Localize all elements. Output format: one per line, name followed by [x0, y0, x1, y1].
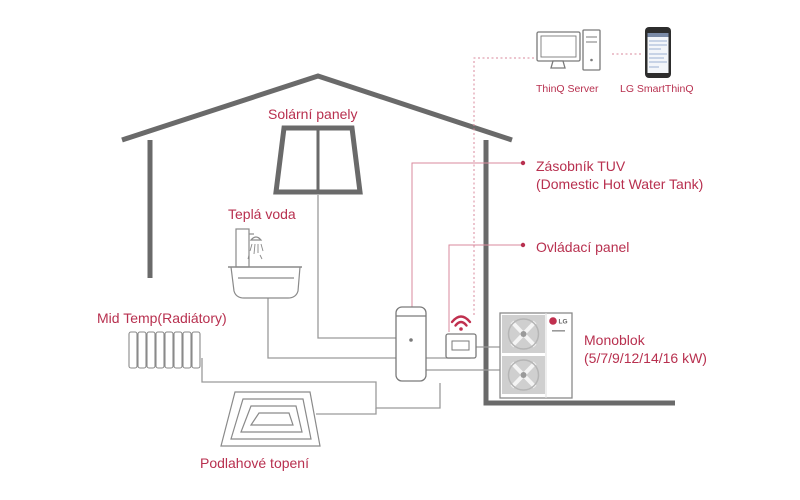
- tank-body: [395, 306, 427, 382]
- shower-head: [249, 236, 263, 241]
- house-outline: [121, 73, 675, 406]
- label-lg-smartthinq: LG SmartThinQ: [620, 83, 694, 95]
- phone-icon: [645, 27, 671, 78]
- floor-coil-inner: [249, 412, 294, 426]
- underfloor-heating: [220, 391, 321, 447]
- floor-coil-ring-3: [240, 405, 303, 433]
- label-monoblock-line1: Monoblok: [584, 332, 645, 348]
- unit-fan-top: [507, 318, 540, 350]
- brand-logo-text: LG: [559, 319, 568, 326]
- label-dhw-tank-line1: Zásobník TUV: [536, 158, 626, 174]
- radiator-fin: [173, 331, 183, 369]
- tower: [582, 29, 601, 71]
- label-control-panel: Ovládací panel: [536, 239, 630, 255]
- unit-badge: [552, 330, 565, 332]
- radiator-fin: [182, 331, 192, 369]
- dhw-tank: [395, 306, 427, 382]
- solar-panel: [273, 125, 363, 195]
- leader-control-panel: [448, 244, 523, 332]
- fan-hub-top: [520, 331, 527, 337]
- phone-app-content: [649, 40, 667, 68]
- monitor-screen: [540, 35, 577, 58]
- computer-icon: [536, 29, 601, 71]
- pipe-solar-to-tank: [317, 195, 396, 339]
- pipe-radiator-loop: [201, 358, 441, 409]
- radiator-fin: [137, 331, 147, 369]
- leader-wifi-to-server: [473, 57, 537, 315]
- label-hot-water: Teplá voda: [228, 206, 296, 222]
- wifi-icon: [450, 315, 472, 331]
- radiator-fin: [128, 331, 138, 369]
- tank-indicator: [409, 338, 413, 342]
- radiator: [128, 331, 201, 369]
- sink-shower: [228, 228, 302, 299]
- label-monoblock-line2: (5/7/9/12/14/16 kW): [584, 350, 707, 366]
- label-dhw-tank-line2: (Domestic Hot Water Tank): [536, 176, 704, 192]
- unit-fan-bottom: [507, 359, 540, 391]
- monitor-stand: [550, 60, 566, 69]
- callout-lines: [411, 53, 643, 332]
- label-radiators: Mid Temp(Radiátory): [97, 310, 227, 326]
- right-wall: [483, 140, 675, 406]
- label-thinq-server: ThinQ Server: [536, 83, 599, 95]
- floor-coil-outer: [220, 391, 321, 447]
- fan-hub-bottom: [520, 372, 527, 378]
- shower-pipe: [235, 228, 250, 268]
- control-panel-screen: [451, 340, 470, 351]
- sink-basin: [230, 266, 301, 299]
- pipe-floor-supply: [316, 408, 377, 415]
- tower-power-light: [590, 58, 593, 62]
- radiator-fin: [191, 331, 201, 369]
- label-underfloor-heating: Podlahové topení: [200, 455, 309, 471]
- shower-icon: [247, 243, 264, 260]
- pipe-hotwater-to-tank: [267, 298, 396, 359]
- label-solar-panels: Solární panely: [268, 106, 358, 122]
- monoblock-unit: LG: [499, 312, 573, 399]
- callout-dot-control: [520, 242, 526, 248]
- roof-line: [121, 73, 513, 143]
- floor-coil-ring-2: [230, 398, 312, 440]
- lg-logo-icon: [549, 317, 557, 325]
- callout-dot-dhw: [520, 160, 526, 166]
- phone-app-header: [647, 33, 669, 37]
- radiator-fin: [155, 331, 165, 369]
- leader-dhw-tank: [411, 162, 523, 307]
- radiator-fin: [164, 331, 174, 369]
- pipes: [201, 195, 500, 415]
- control-panel-device: [445, 333, 477, 359]
- radiator-fin: [146, 331, 156, 369]
